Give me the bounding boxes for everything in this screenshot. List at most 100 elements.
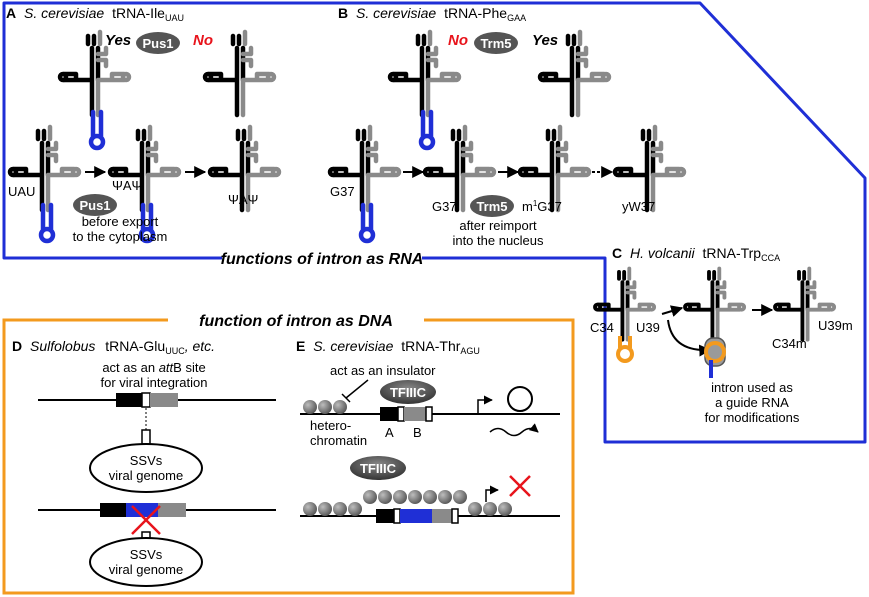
cross-icon bbox=[509, 475, 531, 497]
pus1-enzyme-icon bbox=[136, 32, 180, 54]
nucleosome-icon bbox=[303, 400, 317, 414]
orange-intron-loop bbox=[618, 336, 632, 348]
tfiiic-label-1: TFIIIC bbox=[390, 385, 427, 400]
panel-a-title: A S. cerevisiae tRNA-IleUAU bbox=[6, 5, 184, 23]
viral-genome-ellipse-2 bbox=[89, 537, 203, 587]
orange-intron-icon bbox=[704, 341, 726, 363]
panel-b: B S. cerevisiae tRNA-PheGAA No Trm5 Yes … bbox=[330, 5, 684, 248]
panel-d: D Sulfolobus tRNA-GluUUC, etc. act as an… bbox=[12, 338, 276, 587]
viral-att-box bbox=[141, 429, 151, 445]
anticodon-psi-mid: ΨAΨ bbox=[112, 178, 142, 193]
intron-blue-icon bbox=[421, 112, 433, 148]
box-a-block bbox=[380, 407, 398, 421]
panel-b-note-1: after reimport bbox=[459, 218, 537, 233]
hetero-label-2: chromatin bbox=[310, 433, 367, 448]
tfiiic-factor-1 bbox=[380, 380, 436, 404]
transcript-wave-icon bbox=[489, 423, 539, 437]
intron-blue-icon bbox=[91, 112, 103, 148]
tfiiic-factor-2 bbox=[350, 456, 406, 480]
trna-spliced bbox=[205, 32, 274, 115]
panel-b-title: B S. cerevisiae tRNA-PheGAA bbox=[338, 5, 526, 23]
box-b-block bbox=[432, 509, 452, 523]
box-b-label: B bbox=[413, 425, 422, 440]
box-b-block bbox=[404, 407, 426, 421]
trm5-label: Trm5 bbox=[476, 199, 507, 214]
panel-b-note-2: into the nucleus bbox=[452, 233, 544, 248]
intron-white-box bbox=[425, 406, 433, 422]
trna-b-step3 bbox=[520, 127, 589, 210]
g37-label-1: G37 bbox=[330, 184, 355, 199]
no-label: No bbox=[448, 32, 468, 49]
dna-heading: function of intron as DNA bbox=[199, 313, 393, 330]
panel-e-title: E S. cerevisiae tRNA-ThrAGU bbox=[296, 338, 480, 356]
orange-intron-icon bbox=[616, 345, 634, 363]
u39-label: U39 bbox=[636, 320, 660, 335]
dna-region-border bbox=[2, 318, 575, 595]
gene-circle-icon bbox=[507, 386, 533, 412]
arrow-c1 bbox=[661, 305, 684, 317]
gene-grey-block bbox=[150, 393, 178, 407]
intron-white-box bbox=[397, 406, 405, 422]
m1g37-label: m1G37 bbox=[522, 199, 562, 214]
nucleosome-icon bbox=[333, 400, 347, 414]
tfiiic-label-2: TFIIIC bbox=[360, 461, 397, 476]
trna-b-step4 bbox=[615, 127, 684, 210]
u39m-label: U39m bbox=[818, 318, 853, 333]
panel-c: C H. volcanii tRNA-TrpCCA C34 U39 C34m U… bbox=[590, 245, 853, 425]
pus1-label: Pus1 bbox=[79, 198, 110, 213]
genome-2-line-1: SSVs bbox=[130, 547, 163, 562]
panel-e: E S. cerevisiae tRNA-ThrAGU act as an in… bbox=[296, 338, 560, 524]
intron-white-box bbox=[141, 392, 151, 408]
promoter-arrow-icon bbox=[477, 395, 493, 414]
trm5-enzyme-icon bbox=[474, 32, 518, 54]
cross-icon bbox=[131, 505, 161, 535]
g37-label-2: G37 bbox=[432, 199, 457, 214]
yes-label: Yes bbox=[532, 32, 558, 49]
c34m-label: C34m bbox=[772, 336, 807, 351]
insulator-block-arrow bbox=[341, 379, 369, 403]
panel-d-note-2: for viral integration bbox=[101, 375, 208, 390]
trm5-enzyme-icon bbox=[470, 195, 514, 217]
gene-grey-block bbox=[158, 503, 186, 517]
panel-c-note-2: a guide RNA bbox=[715, 395, 789, 410]
panel-c-note-1: intron used as bbox=[711, 380, 793, 395]
gene-black-block bbox=[100, 503, 126, 517]
panel-a-note-1: before export bbox=[82, 214, 159, 229]
trm5-label: Trm5 bbox=[480, 36, 511, 51]
box-a-block bbox=[376, 509, 394, 523]
c34-label: C34 bbox=[590, 320, 614, 335]
genome-1-line-2: viral genome bbox=[109, 468, 183, 483]
viral-genome-ellipse-1 bbox=[89, 443, 203, 493]
panel-a-note-2: to the cytoplasm bbox=[73, 229, 168, 244]
no-label: No bbox=[193, 32, 213, 49]
insulator-note: act as an insulator bbox=[330, 363, 436, 378]
pus1-label: Pus1 bbox=[142, 36, 173, 51]
panel-d-title: D Sulfolobus tRNA-GluUUC, etc. bbox=[12, 338, 215, 356]
trna-c-step2 bbox=[683, 266, 747, 342]
arrow-c-curve bbox=[667, 319, 712, 357]
nucleosome-row bbox=[303, 490, 512, 516]
panel-c-title: C H. volcanii tRNA-TrpCCA bbox=[612, 245, 780, 263]
gene-black-block bbox=[116, 393, 142, 407]
genome-1-line-1: SSVs bbox=[130, 453, 163, 468]
panel-a: A S. cerevisiae tRNA-IleUAU Yes Pus1 No … bbox=[6, 5, 279, 244]
trna-a-step2 bbox=[110, 127, 179, 210]
genome-2-line-2: viral genome bbox=[109, 562, 183, 577]
anticodon-psi-final: ΨAΨ bbox=[228, 192, 258, 207]
rna-region-border bbox=[2, 1, 867, 444]
intron-white-box bbox=[393, 508, 401, 524]
pus1-enzyme-icon bbox=[73, 194, 117, 216]
promoter-arrow-icon bbox=[485, 485, 499, 502]
hetero-label-1: hetero- bbox=[310, 418, 351, 433]
anticodon-uau: UAU bbox=[8, 184, 35, 199]
intron-white-box bbox=[451, 508, 459, 524]
panel-d-note-1: act as an attB site bbox=[102, 360, 205, 375]
nucleosome-icon bbox=[318, 400, 332, 414]
panel-a-letter: A bbox=[6, 5, 16, 21]
rna-heading: functions of intron as RNA bbox=[221, 251, 424, 268]
yes-label: Yes bbox=[105, 32, 131, 49]
intron-blue-block bbox=[400, 509, 432, 523]
panel-c-note-3: for modifications bbox=[705, 410, 800, 425]
box-a-label: A bbox=[385, 425, 394, 440]
